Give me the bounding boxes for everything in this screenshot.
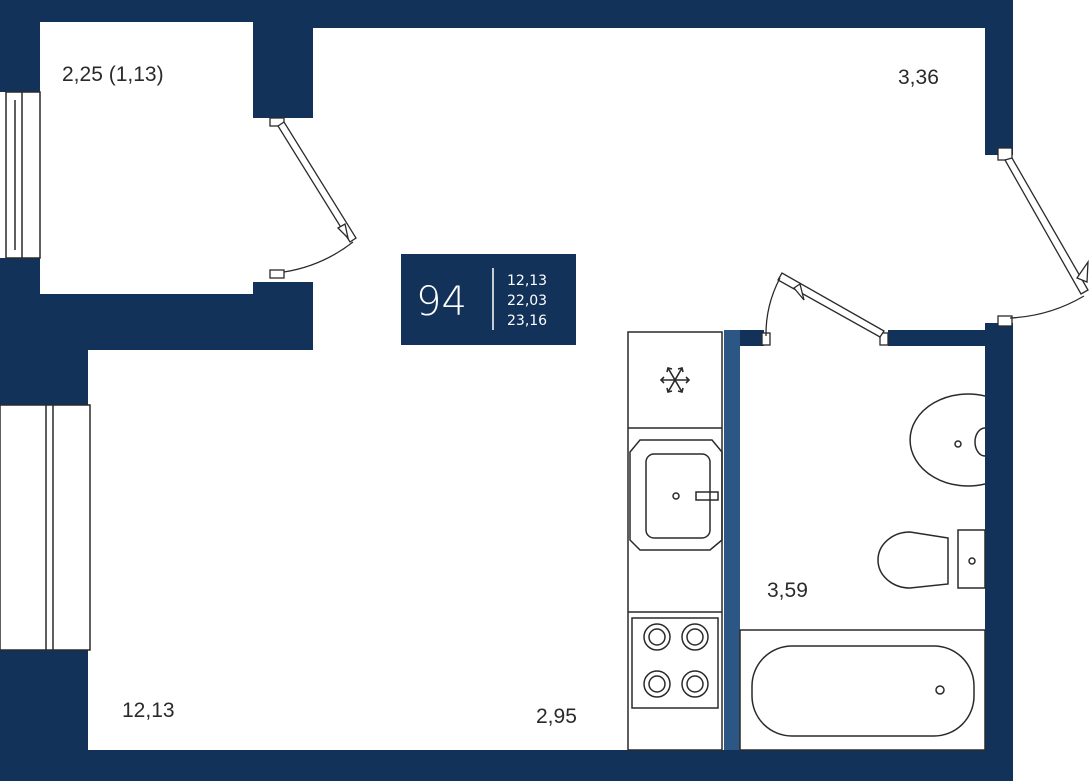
walls	[0, 0, 1013, 781]
room-label-living: 12,13	[122, 699, 175, 722]
window-loggia	[5, 91, 41, 259]
badge-area-3: 23,16	[507, 313, 547, 329]
badge-area-2: 22,03	[507, 293, 547, 309]
room-label-kitchen: 2,95	[536, 705, 577, 728]
stove-icon	[631, 617, 719, 709]
toilet-icon	[877, 529, 986, 589]
washbasin-icon	[909, 393, 986, 487]
badge-area-1: 12,13	[507, 273, 547, 289]
door-loggia	[269, 117, 357, 279]
kitchen-counter	[627, 331, 723, 751]
snowflake-icon	[659, 367, 691, 393]
kitchen-sink-icon	[629, 439, 723, 551]
bathtub-icon	[739, 629, 986, 751]
room-label-bathroom: 3,59	[767, 579, 808, 602]
bathroom-partition	[724, 330, 740, 750]
room-label-loggia: 2,25 (1,13)	[62, 63, 164, 86]
apartment-badge: 94 12,13 22,03 23,16	[401, 254, 576, 345]
window-living-room	[0, 404, 91, 651]
room-label-hallway: 3,36	[898, 66, 939, 89]
apartment-number: 94	[416, 279, 467, 325]
door-bathroom	[761, 272, 889, 346]
door-entrance	[997, 147, 1089, 327]
